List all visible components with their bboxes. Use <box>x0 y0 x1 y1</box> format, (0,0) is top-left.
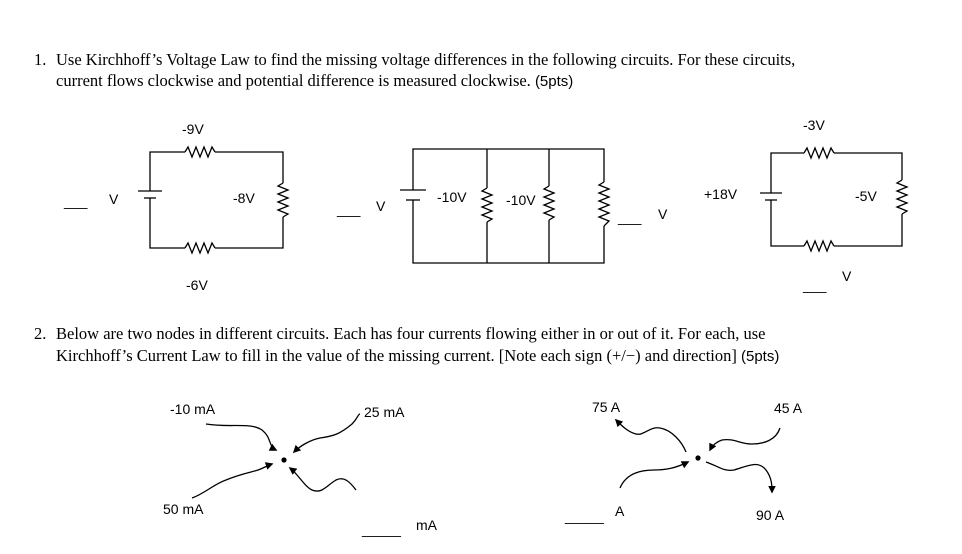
question-1-line-2: current flows clockwise and potential di… <box>56 71 573 92</box>
node-1-blank[interactable]: _____ <box>361 521 401 537</box>
circuit-1-unit: V <box>109 191 119 207</box>
circuit-3-blank[interactable]: ___ <box>802 277 827 293</box>
node-2-current-bottom-left <box>619 461 690 489</box>
circuit-3-wire-top-left <box>770 152 804 182</box>
node-1-current-top-left <box>205 423 278 451</box>
circuit-3-wire-bottom-right <box>834 214 903 247</box>
node-1 <box>191 413 361 499</box>
circuit-3-wire-bottom-left <box>770 201 804 247</box>
circuit-2-resistor-2-label: -10V <box>506 192 536 208</box>
circuit-3-resistor-right <box>895 179 909 215</box>
circuit-1-wire-bottom-left <box>149 200 185 249</box>
node-1-top-right-label: 25 mA <box>364 404 405 420</box>
node-1-top-left-label: -10 mA <box>170 401 216 417</box>
circuit-3-wire-top-right <box>834 152 903 180</box>
node-1-junction <box>281 457 287 463</box>
question-2-line-2-text: Kirchhoff’s Current Law to fill in the v… <box>56 346 737 365</box>
circuit-3-unit: V <box>842 268 852 284</box>
circuit-1-resistor-right <box>276 182 290 218</box>
circuit-1-resistor-top <box>184 145 216 159</box>
circuit-2-unit-left: V <box>376 198 386 214</box>
question-2-number: 2. <box>34 324 47 343</box>
node-2-junction <box>695 455 701 461</box>
question-2-line-2: Kirchhoff’s Current Law to fill in the v… <box>56 346 779 367</box>
question-1-line-1: Use Kirchhoff’s Voltage Law to find the … <box>56 50 796 69</box>
node-2-top-right-label: 45 A <box>774 400 803 416</box>
node-2-current-top-right <box>709 427 781 452</box>
node-1-bottom-left-label: 50 mA <box>163 501 204 517</box>
question-1: 1. Use Kirchhoff’s Voltage Law to find t… <box>34 50 934 94</box>
circuit-1-bottom-label: -6V <box>186 277 208 293</box>
circuit-2-resistor-1 <box>480 187 494 223</box>
question-1-number: 1. <box>34 50 47 69</box>
node-2-bottom-right-label: 90 A <box>756 507 785 523</box>
question-1-line-2-text: current flows clockwise and potential di… <box>56 71 531 90</box>
node-1-current-top-right <box>292 413 361 454</box>
node-2-current-bottom-right <box>705 461 776 494</box>
question-2-points: (5pts) <box>740 348 780 365</box>
circuit-1-wire-top-left <box>149 151 185 182</box>
circuit-2-blank-left[interactable]: ___ <box>336 201 361 217</box>
question-2: 2. Below are two nodes in different circ… <box>34 324 934 368</box>
circuit-3-resistor-bottom <box>803 239 835 253</box>
question-2-line-1: Below are two nodes in different circuit… <box>56 324 766 343</box>
circuit-1 <box>138 145 290 255</box>
circuit-2-wire-bottom <box>412 200 605 264</box>
circuit-2-resistor-2 <box>542 185 556 221</box>
node-1-current-bottom-left <box>191 462 274 499</box>
circuit-1-wire-bottom-right <box>215 217 284 249</box>
question-1-points: (5pts) <box>534 73 574 90</box>
circuit-2 <box>400 148 611 264</box>
circuit-1-top-label: -9V <box>182 121 204 137</box>
circuit-3-resistor-top <box>803 146 835 160</box>
circuit-1-wire-top-right <box>215 151 284 183</box>
circuit-3-right-label: -5V <box>855 188 877 204</box>
node-2 <box>614 418 781 494</box>
circuit-1-right-label: -8V <box>233 190 255 206</box>
circuit-1-resistor-bottom <box>184 241 216 255</box>
circuit-2-resistor-1-label: -10V <box>437 189 467 205</box>
circuit-2-wire-top <box>412 148 605 190</box>
node-2-unit: A <box>615 503 625 519</box>
node-2-top-left-label: 75 A <box>592 399 621 415</box>
circuit-1-blank[interactable]: ___ <box>63 193 88 209</box>
node-2-blank[interactable]: _____ <box>564 508 604 524</box>
circuit-3 <box>760 146 909 253</box>
circuit-2-resistor-3 <box>597 181 611 227</box>
node-2-current-top-left <box>614 418 687 453</box>
circuit-3-battery-label: +18V <box>704 186 738 202</box>
circuit-2-unit-right: V <box>658 206 668 222</box>
node-1-current-bottom-right <box>288 467 357 492</box>
circuit-2-blank-right[interactable]: ___ <box>617 209 642 225</box>
node-1-unit: mA <box>416 517 438 533</box>
circuit-3-top-label: -3V <box>803 117 825 133</box>
